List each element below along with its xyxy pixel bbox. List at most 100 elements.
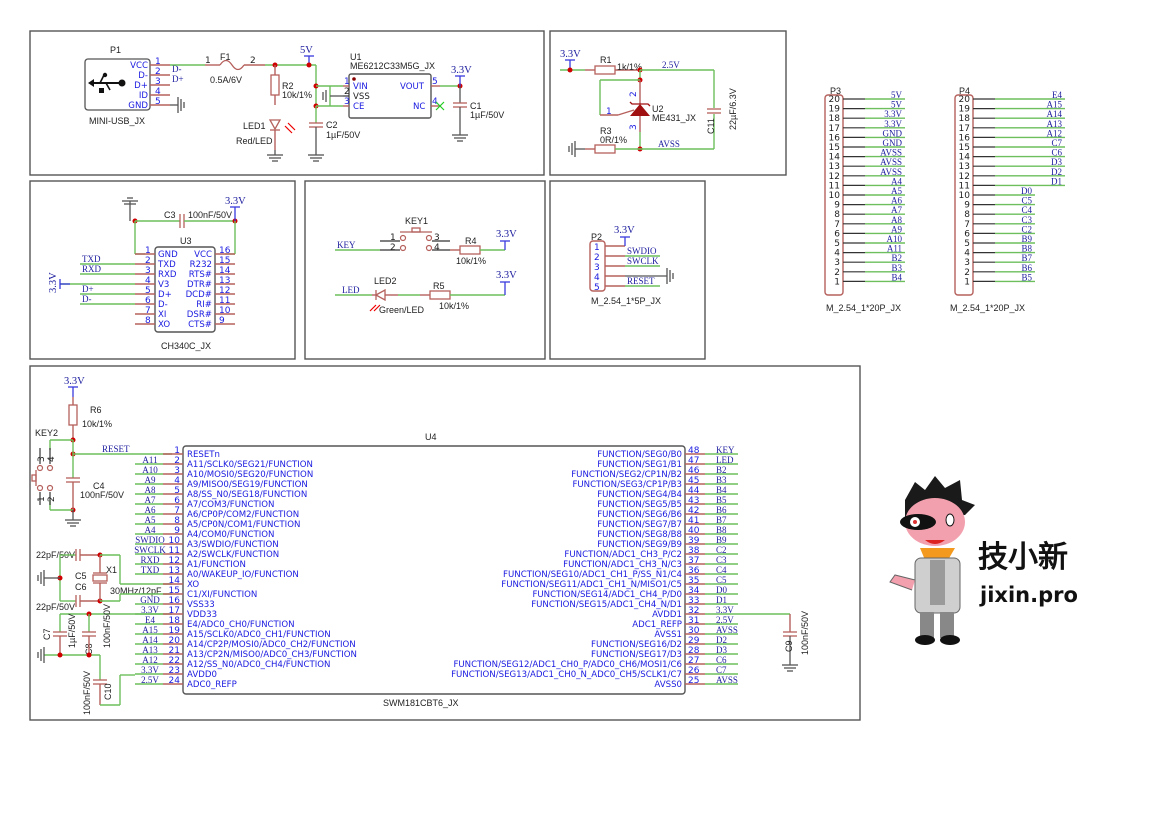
- c3-value: 100nF/50V: [188, 210, 232, 220]
- u4-pin-name: FUNCTION/SEG4/B4: [597, 490, 682, 500]
- u4-pin-name: A10/MOSI0/SEG20/FUNCTION: [187, 470, 313, 480]
- u4-pin-num: 48: [688, 446, 700, 456]
- u4-pin-num: 4: [174, 476, 180, 486]
- key2-ref: KEY2: [35, 428, 58, 438]
- c5-ref: C5: [75, 571, 87, 581]
- u4-pin-name: FUNCTION/SEG15/ADC1_CH4_N/D1: [531, 600, 682, 610]
- pwr-3v3-label: 3.3V: [496, 270, 517, 281]
- u4-pin-name: FUNCTION/SEG13/ADC1_CH0_N_ADC0_CH5/SCLK1…: [451, 670, 682, 680]
- power-flag-3v3: 3.3V: [451, 65, 472, 86]
- ground-icon: [782, 664, 798, 672]
- u4-pin-num: 30: [688, 626, 700, 636]
- header-pin-num: 9: [834, 201, 840, 211]
- u4-net-label: E4: [145, 615, 155, 625]
- u4-pin-name: FUNCTION/SEG3/CP1P/B3: [572, 480, 682, 490]
- r2-value: 10k/1%: [282, 90, 312, 100]
- u4-pin-name: A5/CP0N/COM1/FUNCTION: [187, 520, 300, 530]
- u4-net-label: AVSS: [716, 675, 738, 685]
- u3-pin-name: DTR#: [187, 280, 212, 290]
- header-pin-num: 18: [959, 114, 971, 124]
- header-net-label: C7: [1051, 138, 1062, 148]
- u4-net-label: SWCLK: [134, 545, 166, 555]
- frame-ch340: [29, 180, 296, 360]
- u3-pin-name: DCD#: [186, 290, 212, 300]
- f1-pin1: 1: [205, 56, 211, 66]
- u3-pin-num: 7: [145, 306, 151, 316]
- u4-net-label: A12: [142, 655, 158, 665]
- u4-net-label: A9: [145, 475, 156, 485]
- power-flag-3v3: 3.3V: [496, 270, 517, 295]
- u4-pin-name: FUNCTION/SEG5/B5: [597, 500, 682, 510]
- u4-net-label: AVSS: [716, 625, 738, 635]
- u3-pin-name: RXD: [158, 270, 177, 280]
- net-label-led: LED: [342, 285, 360, 295]
- u4-pin-name: FUNCTION/SEG10/ADC1_CH1_P/SS_N1/C4: [503, 570, 682, 580]
- pushbutton-key1: KEY1 1 2 3 4: [380, 216, 450, 253]
- net-label-dminus: D-: [82, 294, 92, 304]
- pwr-3v3-label: 3.3V: [64, 376, 85, 387]
- mascot-illustration: [889, 476, 975, 645]
- power-flag-3v3: 3.3V: [560, 49, 581, 70]
- header-net-label: A7: [891, 205, 902, 215]
- u4-net-label: A15: [142, 625, 158, 635]
- u1-pin-num: 3: [344, 97, 350, 107]
- p3-part: M_2.54_1*20P_JX: [826, 303, 901, 313]
- u3-pin-num: 15: [219, 256, 230, 266]
- u3-pin-name: RTS#: [189, 270, 212, 280]
- header-net-label: 5V: [891, 100, 903, 110]
- ground-icon: [267, 154, 283, 162]
- u1-pin-name: NC: [413, 102, 425, 112]
- u4-pin-num: 29: [688, 636, 700, 646]
- u1-part: ME6212C33M5G_JX: [350, 61, 435, 71]
- header-pin-num: 5: [964, 239, 970, 249]
- header-pin-num: 8: [834, 210, 840, 220]
- pwr-3v3-label: 3.3V: [48, 272, 59, 293]
- led2-value: Green/LED: [379, 305, 425, 315]
- u4-net-label: GND: [140, 595, 160, 605]
- u3-pin-num: 16: [219, 246, 231, 256]
- resistor-r1: R1 1k/1%: [585, 55, 642, 75]
- c6-value: 22pF/50V: [36, 602, 75, 612]
- u4-pin-num: 47: [688, 456, 699, 466]
- p2-pin-num: 4: [594, 273, 600, 283]
- u3-pin-name: D+: [158, 290, 172, 300]
- u4-pin-name: FUNCTION/SEG17/D3: [591, 650, 682, 660]
- u1-pin-name: VIN: [353, 82, 368, 92]
- net-label-txd: TXD: [82, 254, 101, 264]
- header-net-label: 3.3V: [884, 109, 902, 119]
- net-label-dplus: D+: [172, 74, 184, 84]
- capacitor-c8: C8 100nF/50V: [82, 604, 112, 655]
- header-net-label: B4: [891, 272, 902, 282]
- logo-name-cn: 技小新: [978, 540, 1068, 575]
- usb-symbol-icon: [88, 72, 126, 93]
- u4-pin-name: C1/XI/FUNCTION: [187, 590, 257, 600]
- resistor-r5: R5 10k/1%: [420, 281, 505, 311]
- header-net-label: 3.3V: [884, 119, 902, 129]
- c11-ref: C11: [706, 118, 716, 134]
- p4-ref: P4: [959, 86, 970, 96]
- u4-pin-num: 21: [169, 646, 180, 656]
- header-net-label: B6: [1021, 263, 1032, 273]
- header-net-label: D0: [1021, 186, 1032, 196]
- key1-pin-num: 3: [434, 233, 440, 243]
- u4-pin-num: 22: [169, 656, 180, 666]
- header-pin-num: 8: [964, 210, 970, 220]
- u4-pin-num: 34: [688, 586, 700, 596]
- p1-pin-num: 2: [155, 67, 161, 77]
- u4-net-label: B4: [716, 485, 727, 495]
- pwr-3v3-label: 3.3V: [496, 229, 517, 240]
- u4-pin-num: 46: [688, 466, 700, 476]
- f1-ref: F1: [220, 52, 231, 62]
- f1-pin2: 2: [250, 56, 256, 66]
- u3-pin-name: VCC: [194, 250, 212, 260]
- p1-ref: P1: [110, 45, 121, 55]
- header-pin-num: 4: [964, 249, 970, 259]
- u4-pin-name: FUNCTION/SEG9/B9: [597, 540, 682, 550]
- u4-net-label: TXD: [141, 565, 160, 575]
- u4-net-label: C4: [716, 565, 727, 575]
- u2-part: ME431_JX: [652, 113, 696, 123]
- key1-pin-num: 2: [390, 243, 396, 253]
- u3-pin-num: 6: [145, 296, 151, 306]
- u4-pin-name: A14/CP2P/MOSI0/ADC0_CH2/FUNCTION: [187, 640, 356, 650]
